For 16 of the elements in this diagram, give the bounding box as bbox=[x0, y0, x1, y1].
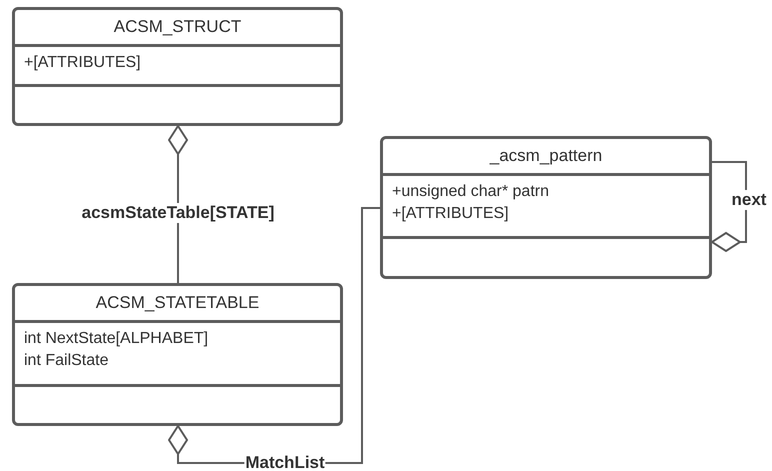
attribute-text: +unsigned char* patrn bbox=[392, 182, 549, 202]
class-name: _acsm_pattern bbox=[490, 145, 602, 168]
class-box bbox=[380, 136, 712, 279]
edge-label: next bbox=[730, 190, 768, 210]
aggregation-connector bbox=[168, 125, 188, 283]
edge-label: acsmStateTable[STATE] bbox=[80, 203, 276, 223]
class-name: ACSM_STRUCT bbox=[114, 16, 242, 38]
attribute-text: +[ATTRIBUTES] bbox=[24, 53, 141, 73]
class-box bbox=[12, 283, 343, 426]
attribute-text: +[ATTRIBUTES] bbox=[392, 204, 509, 224]
attribute-text: int FailState bbox=[24, 351, 108, 371]
class-box bbox=[12, 7, 343, 126]
aggregation-connector bbox=[711, 161, 747, 252]
attribute-text: int NextState[ALPHABET] bbox=[24, 329, 208, 349]
edge-label: MatchList bbox=[244, 453, 326, 471]
class-name: ACSM_STATETABLE bbox=[96, 292, 260, 314]
